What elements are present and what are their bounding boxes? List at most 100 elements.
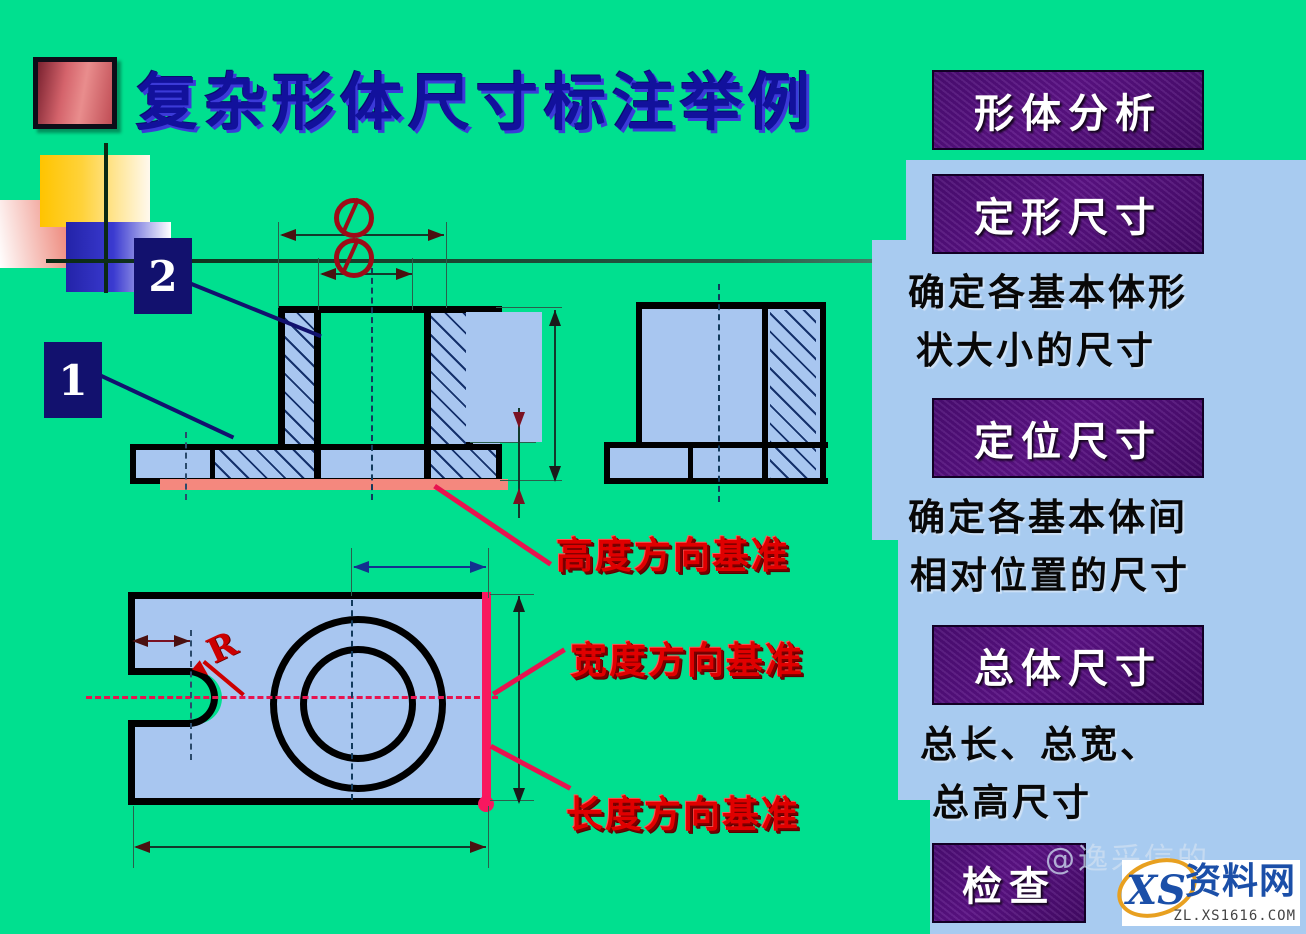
bottom-dim-overall-length-line <box>136 846 486 848</box>
top-view-slot-lower-edge <box>128 720 190 727</box>
width-datum-label: 宽度方向基准 <box>570 639 804 682</box>
length-datum-leader <box>489 744 572 791</box>
watermark-url: ZL.XS1616.COM <box>1173 908 1296 924</box>
top-dim-slot-arrow-left <box>132 635 148 647</box>
dim-inner-ext-left <box>318 258 319 310</box>
front-view-hatch-base-left <box>214 446 318 482</box>
sidebar-header-overall-dimension[interactable]: 总体尺寸 <box>932 625 1204 705</box>
side-view-centerline <box>718 284 720 502</box>
dim-outer-arrow-left <box>280 229 296 241</box>
dim-height-ext-top <box>496 307 562 308</box>
dim-inner-arrow-left <box>320 268 336 280</box>
page-title: 复杂形体尺寸标注举例 <box>136 66 817 139</box>
side-view-boss-right-edge <box>820 302 826 484</box>
top-dim-slot-line <box>134 640 190 642</box>
sidebar-desc-overall-dimension-line1: 总长、总宽、 <box>920 723 1160 766</box>
sidebar-desc-position-dimension-line2: 相对位置的尺寸 <box>910 554 1190 597</box>
dim-base-thickness-arrow-top <box>513 412 525 428</box>
top-dim-ext-center <box>351 548 352 596</box>
sidebar-header-shape-analysis[interactable]: 形体分析 <box>932 70 1204 150</box>
sidebar-desc-overall-dimension-line2: 总高尺寸 <box>932 781 1092 824</box>
dim-inner-ext-right <box>412 258 413 310</box>
top-dim-ext-right <box>488 548 489 598</box>
right-dim-width-arrow-bottom <box>513 788 525 804</box>
top-view-horizontal-centerline <box>86 696 498 699</box>
front-view-bore-void <box>318 310 428 446</box>
height-datum-line <box>160 479 508 490</box>
callout-badge-2[interactable]: 2 <box>134 238 192 314</box>
dim-height-ext-bottom <box>500 480 562 481</box>
top-view-inner-circle <box>300 646 416 762</box>
top-dim-position-arrow-left <box>353 561 369 573</box>
top-view-bottom-edge <box>128 798 488 805</box>
front-view-boss-left-edge <box>278 306 285 450</box>
width-datum-leader <box>492 647 566 697</box>
front-view-bore-left-edge <box>314 306 321 484</box>
top-view-top-edge <box>128 592 488 599</box>
dim-thk-ext-top <box>470 442 536 443</box>
bottom-dim-ext-right <box>488 806 489 868</box>
right-dim-ext-bottom <box>490 800 534 801</box>
bottom-dim-ext-left <box>133 806 134 868</box>
dim-total-height-arrow-top <box>549 310 561 326</box>
front-view-hatch-base-right <box>428 446 498 482</box>
dim-outer-ext-left <box>278 222 279 308</box>
height-datum-leader <box>433 484 553 567</box>
top-view-outer-circle <box>270 616 446 792</box>
dim-outer-arrow-right <box>428 229 444 241</box>
diameter-symbol-inner <box>334 238 374 278</box>
callout-badge-1[interactable]: 1 <box>44 342 102 418</box>
sidebar-desc-position-dimension-line1: 确定各基本体间 <box>908 496 1188 539</box>
front-view-base-left-edge <box>130 444 136 484</box>
top-view-left-edge-upper <box>128 592 135 672</box>
side-view-base-top-edge <box>604 442 828 448</box>
side-view-step-divider <box>688 446 693 484</box>
bottom-dim-arrow-right <box>470 841 486 853</box>
decor-horizontal-rule <box>46 259 1286 263</box>
length-datum-node <box>478 796 494 812</box>
dim-total-height-line <box>554 310 556 480</box>
decor-vertical-rule <box>104 143 108 293</box>
sidebar-header-check[interactable]: 检查 <box>932 843 1086 923</box>
dim-outer-ext-right <box>446 222 447 308</box>
front-view-bore-right-edge <box>424 306 431 484</box>
dim-inner-line <box>322 273 412 275</box>
top-dim-slot-arrow-right <box>174 635 190 647</box>
top-view-slot-centerline <box>190 630 192 760</box>
front-view-base-right-edge <box>496 444 502 484</box>
front-view-solid-right-block <box>466 312 542 442</box>
watermark-badge <box>1122 860 1300 926</box>
top-view-vertical-centerline <box>351 600 353 800</box>
top-dim-position-line <box>354 566 486 568</box>
diameter-symbol-outer <box>334 198 374 238</box>
watermark-brand-mark: XS <box>1126 867 1186 914</box>
sidebar-panel-mid <box>872 240 1306 540</box>
length-datum-label: 长度方向基准 <box>566 793 800 836</box>
dim-inner-arrow-right <box>396 268 412 280</box>
sidebar-desc-shape-dimension-line1: 确定各基本体形 <box>908 271 1188 314</box>
dim-base-thickness-line <box>518 408 520 518</box>
length-datum-line <box>482 592 491 806</box>
sidebar-header-position-dimension[interactable]: 定位尺寸 <box>932 398 1204 478</box>
side-view-boss-left-edge <box>636 302 642 448</box>
front-view-aux-centerline <box>185 432 187 500</box>
decor-red-gradient-box <box>33 57 117 129</box>
side-view-hatch-right <box>770 310 816 480</box>
side-view-boss-inner-edge <box>762 302 768 484</box>
sidebar-desc-shape-dimension-line2: 状大小的尺寸 <box>916 329 1156 372</box>
side-view-base-bottom-edge <box>604 478 828 484</box>
front-view-hatch-right-wall <box>428 312 468 444</box>
front-view-centerline <box>371 268 373 500</box>
callout-1-leader <box>100 374 235 440</box>
height-datum-label: 高度方向基准 <box>556 534 790 577</box>
side-view-base-left-edge <box>604 442 610 484</box>
dim-base-thickness-arrow-bottom <box>513 488 525 504</box>
right-dim-ext-top <box>490 594 534 595</box>
decor-yellow-square <box>40 155 150 227</box>
watermark-brand-cn: 资料网 <box>1184 861 1296 902</box>
top-view-left-edge-lower <box>128 724 135 805</box>
sidebar-header-shape-dimension[interactable]: 定形尺寸 <box>932 174 1204 254</box>
front-view-step-divider <box>210 446 215 484</box>
top-dim-position-arrow-right <box>470 561 486 573</box>
